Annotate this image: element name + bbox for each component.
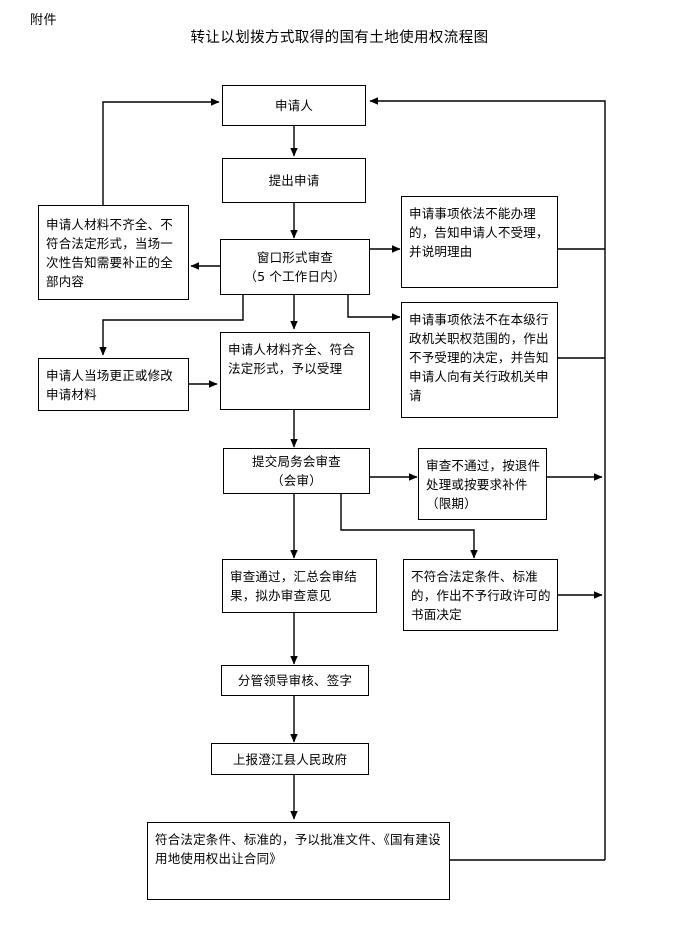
node-not-in-jurisdiction-label: 申请事项依法不在本级行政机关职权范围的，作出不予受理的决定，并告知申请人向有关行… xyxy=(409,312,549,403)
node-window-review-label: 窗口形式审查 （5 个工作日内） xyxy=(244,250,346,284)
node-review-failed-label: 审查不通过，按退件处理或按要求补件（限期） xyxy=(426,458,541,511)
node-window-review[interactable]: 窗口形式审查 （5 个工作日内） xyxy=(220,239,370,295)
node-report-to-government[interactable]: 上报澄江县人民政府 xyxy=(211,743,369,775)
node-applicant-correct[interactable]: 申请人当场更正或修改申请材料 xyxy=(38,358,189,411)
node-review-passed-label: 审查通过，汇总会审结果，拟办审查意见 xyxy=(230,569,358,603)
node-leader-signature[interactable]: 分管领导审核、签字 xyxy=(221,665,369,696)
node-applicant[interactable]: 申请人 xyxy=(222,85,366,126)
node-not-meet-conditions[interactable]: 不符合法定条件、标准的，作出不予行政许可的书面决定 xyxy=(403,559,558,631)
node-review-failed[interactable]: 审查不通过，按退件处理或按要求补件（限期） xyxy=(418,448,547,520)
node-materials-complete-label: 申请人材料齐全、符合法定形式，予以受理 xyxy=(228,342,356,376)
node-not-in-jurisdiction[interactable]: 申请事项依法不在本级行政机关职权范围的，作出不予受理的决定，并告知申请人向有关行… xyxy=(401,302,558,418)
page-title: 转让以划拨方式取得的国有土地使用权流程图 xyxy=(190,30,489,46)
node-applicant-label: 申请人 xyxy=(274,98,314,113)
node-submit-application[interactable]: 提出申请 xyxy=(222,158,366,203)
node-submit-application-label: 提出申请 xyxy=(268,173,320,188)
node-incomplete-materials-label: 申请人材料不齐全、不符合法定形式，当场一次性告知需要补正的全部内容 xyxy=(46,216,174,289)
node-approval-documents[interactable]: 符合法定条件、标准的，予以批准文件、《国有建设用地使用权出让合同》 xyxy=(147,822,450,900)
node-review-passed[interactable]: 审查通过，汇总会审结果，拟办审查意见 xyxy=(222,559,377,613)
node-report-to-government-label: 上报澄江县人民政府 xyxy=(232,751,348,767)
node-cannot-handle[interactable]: 申请事项依法不能办理的，告知申请人不受理，并说明理由 xyxy=(401,196,558,288)
node-materials-complete[interactable]: 申请人材料齐全、符合法定形式，予以受理 xyxy=(220,332,370,410)
node-leader-signature-label: 分管领导审核、签字 xyxy=(237,673,353,688)
node-not-meet-conditions-label: 不符合法定条件、标准的，作出不予行政许可的书面决定 xyxy=(411,569,551,622)
node-bureau-meeting-review[interactable]: 提交局务会审查 （会审） xyxy=(223,448,370,494)
node-incomplete-materials[interactable]: 申请人材料不齐全、不符合法定形式，当场一次性告知需要补正的全部内容 xyxy=(38,205,189,300)
node-approval-documents-label: 符合法定条件、标准的，予以批准文件、《国有建设用地使用权出让合同》 xyxy=(155,832,441,866)
node-bureau-meeting-review-label: 提交局务会审查 （会审） xyxy=(252,454,341,488)
node-applicant-correct-label: 申请人当场更正或修改申请材料 xyxy=(46,367,174,402)
node-cannot-handle-label: 申请事项依法不能办理的，告知申请人不受理，并说明理由 xyxy=(409,206,549,259)
attachment-label: 附件 xyxy=(30,13,58,28)
